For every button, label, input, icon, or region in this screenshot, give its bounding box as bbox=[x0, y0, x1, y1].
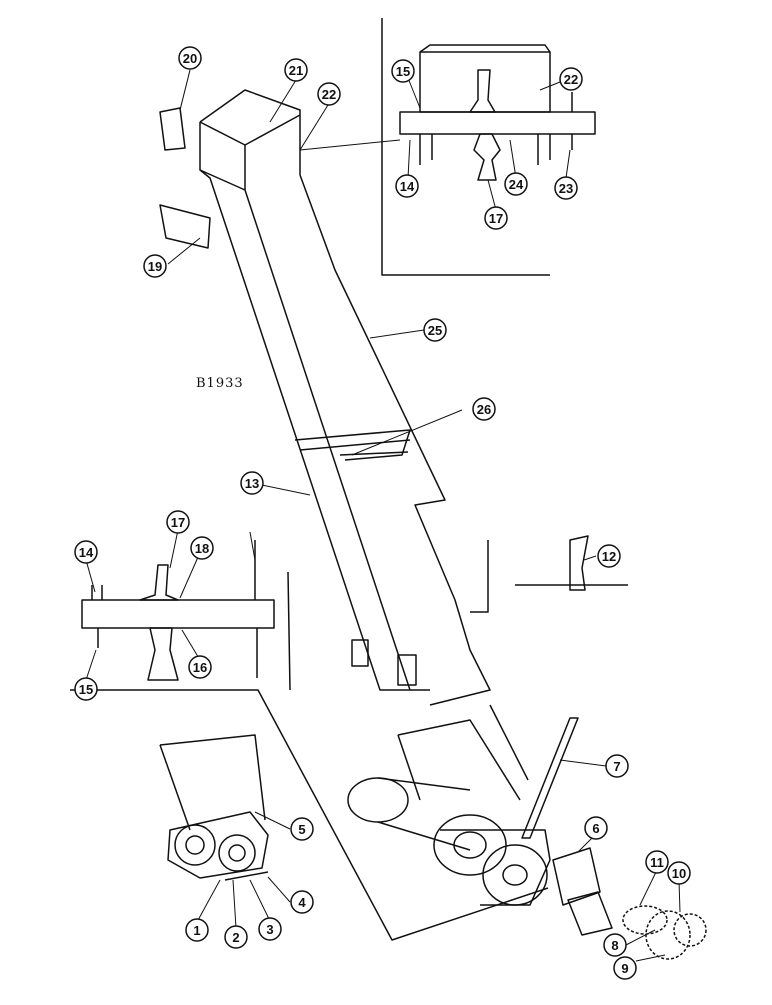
callout-4: 4 bbox=[290, 890, 314, 914]
callout-22a: 22 bbox=[317, 82, 341, 106]
svg-text:9: 9 bbox=[621, 961, 628, 976]
svg-text:13: 13 bbox=[245, 476, 259, 491]
callout-14b: 14 bbox=[74, 540, 98, 564]
callout-8: 8 bbox=[603, 933, 627, 957]
callout-15b: 15 bbox=[74, 677, 98, 701]
drive-parts bbox=[521, 717, 707, 960]
callout-5: 5 bbox=[290, 817, 314, 841]
svg-text:18: 18 bbox=[195, 541, 209, 556]
elevator-tube bbox=[199, 89, 491, 706]
elevator-boot bbox=[347, 704, 551, 906]
callout-17b: 17 bbox=[166, 510, 190, 534]
svg-text:2: 2 bbox=[232, 930, 239, 945]
callouts: 1 2 3 4 5 6 7 8 9 10 11 12 13 14 14 15 1… bbox=[74, 46, 691, 980]
svg-text:22: 22 bbox=[564, 72, 578, 87]
svg-text:14: 14 bbox=[400, 179, 415, 194]
svg-text:15: 15 bbox=[79, 682, 93, 697]
svg-text:15: 15 bbox=[396, 64, 410, 79]
svg-text:26: 26 bbox=[477, 402, 491, 417]
callout-14a: 14 bbox=[395, 174, 419, 198]
svg-text:20: 20 bbox=[183, 51, 197, 66]
callout-6: 6 bbox=[584, 816, 608, 840]
frame-lines bbox=[70, 18, 550, 941]
callout-17a: 17 bbox=[484, 206, 508, 230]
callout-12: 12 bbox=[597, 544, 621, 568]
svg-text:1: 1 bbox=[193, 923, 200, 938]
lower-left-housing bbox=[159, 734, 269, 881]
figure-label: B1933 bbox=[196, 376, 244, 391]
callout-11: 11 bbox=[645, 850, 669, 874]
callout-22b: 22 bbox=[559, 67, 583, 91]
svg-text:10: 10 bbox=[672, 866, 686, 881]
plate-parts bbox=[159, 107, 211, 249]
svg-text:25: 25 bbox=[428, 323, 442, 338]
callout-7: 7 bbox=[605, 754, 629, 778]
svg-text:16: 16 bbox=[193, 660, 207, 675]
head-shaft-inset bbox=[399, 44, 596, 181]
svg-text:11: 11 bbox=[650, 855, 664, 870]
callout-20: 20 bbox=[178, 46, 202, 70]
callout-13: 13 bbox=[240, 471, 264, 495]
callout-9: 9 bbox=[613, 956, 637, 980]
svg-text:19: 19 bbox=[148, 259, 162, 274]
chain-inset bbox=[515, 535, 628, 591]
callout-3: 3 bbox=[258, 917, 282, 941]
callout-23: 23 bbox=[554, 176, 578, 200]
svg-text:23: 23 bbox=[559, 181, 573, 196]
callout-19: 19 bbox=[143, 254, 167, 278]
svg-text:8: 8 bbox=[611, 938, 618, 953]
svg-text:24: 24 bbox=[509, 177, 524, 192]
svg-text:14: 14 bbox=[79, 545, 94, 560]
callout-18: 18 bbox=[190, 536, 214, 560]
svg-text:5: 5 bbox=[298, 822, 305, 837]
svg-text:12: 12 bbox=[602, 549, 616, 564]
svg-text:6: 6 bbox=[592, 821, 599, 836]
leader-lines bbox=[85, 69, 681, 962]
callout-1: 1 bbox=[185, 918, 209, 942]
callout-26: 26 bbox=[472, 397, 496, 421]
svg-text:4: 4 bbox=[298, 895, 306, 910]
svg-text:17: 17 bbox=[489, 211, 503, 226]
callout-15a: 15 bbox=[391, 59, 415, 83]
callout-24: 24 bbox=[504, 172, 528, 196]
svg-text:17: 17 bbox=[171, 515, 185, 530]
callout-2: 2 bbox=[224, 925, 248, 949]
svg-text:7: 7 bbox=[613, 759, 620, 774]
callout-25: 25 bbox=[423, 318, 447, 342]
svg-text:22: 22 bbox=[322, 87, 336, 102]
foot-shaft-inset bbox=[81, 540, 275, 681]
callout-10: 10 bbox=[667, 861, 691, 885]
svg-text:3: 3 bbox=[266, 922, 273, 937]
callout-16: 16 bbox=[188, 655, 212, 679]
svg-text:21: 21 bbox=[289, 63, 303, 78]
callout-21: 21 bbox=[284, 58, 308, 82]
